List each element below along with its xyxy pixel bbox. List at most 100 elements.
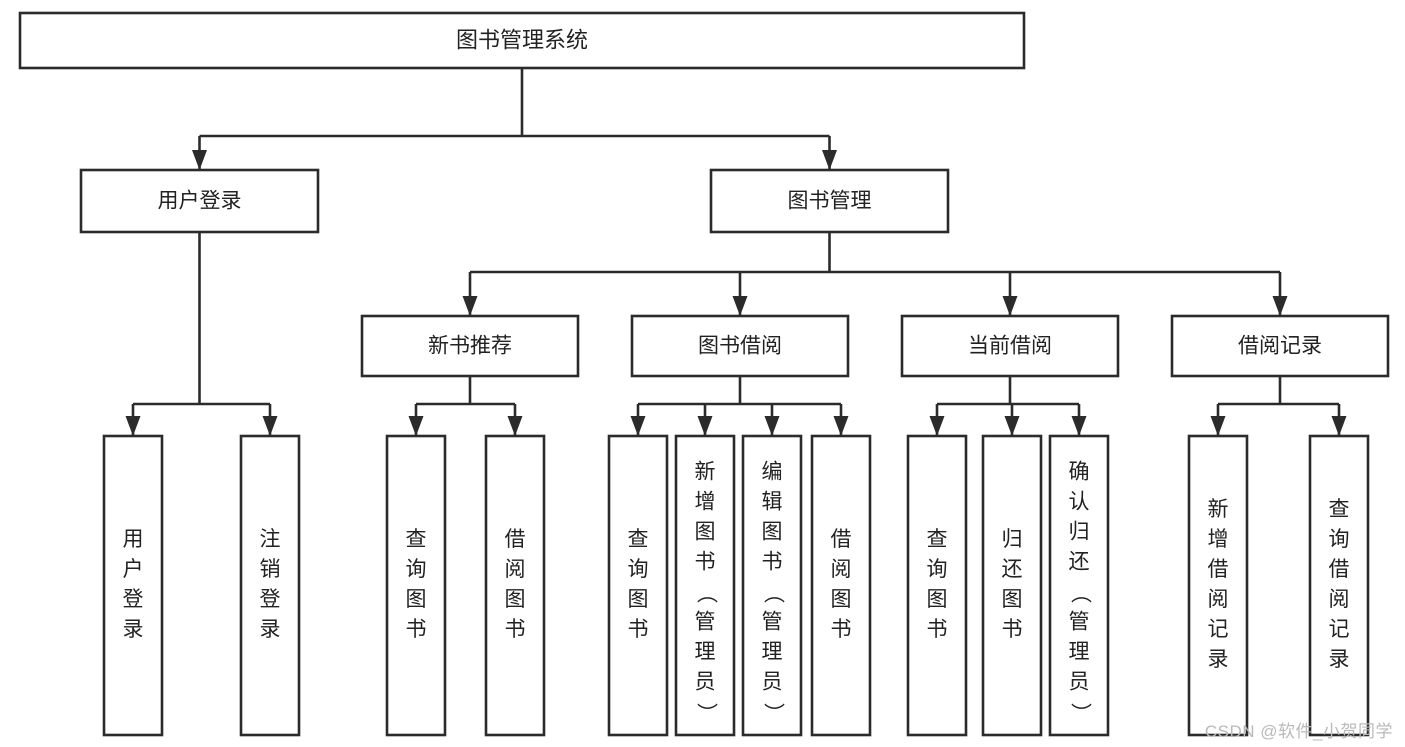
label-char: 阅 [831,558,852,581]
arrow-head-icon [262,416,278,436]
label-char: 书 [927,618,948,641]
node-box-leaf-add-record[interactable] [1187,434,1249,737]
label-char: 借 [1208,558,1229,581]
node-box-user-login[interactable] [79,168,320,234]
label-char: 理 [695,641,716,664]
node-box-root[interactable] [18,11,1026,70]
node-box-leaf-query-record[interactable] [1308,434,1370,737]
connector-group [630,376,849,436]
label-char: 图 [406,588,427,611]
connector-group [462,232,1288,316]
node-box-borrow-record[interactable] [1170,314,1390,378]
node-label-user-login: 用户登录 [158,190,242,213]
arrow-head-icon [507,416,523,436]
node-root[interactable]: 图书管理系统 [18,11,1026,70]
label-char: 新 [695,461,716,484]
label-char: 借 [505,528,526,551]
node-user-login[interactable]: 用户登录 [79,168,320,234]
label-char: 户 [123,558,144,581]
label-char: 图 [927,588,948,611]
label-char: 录 [123,618,144,641]
label-char: 增 [1208,528,1229,551]
node-borrow-record[interactable]: 借阅记录 [1170,314,1390,378]
node-current-borrow[interactable]: 当前借阅 [900,314,1120,378]
label-char: （ [1068,583,1091,604]
arrow-head-icon [1331,416,1347,436]
label-char: 录 [1329,648,1350,671]
label-char: ） [694,703,717,724]
node-box-leaf-query-book-2[interactable] [607,434,669,737]
arrow-head-icon [1210,416,1226,436]
node-book-manage[interactable]: 图书管理 [709,168,950,234]
node-box-leaf-borrow-book-2[interactable] [810,434,872,737]
label-char: 管 [762,611,783,634]
node-label-borrow-record: 借阅记录 [1238,335,1322,358]
label-char: 还 [1069,551,1090,574]
node-box-leaf-query-book-1[interactable] [385,434,447,737]
connector-group [125,232,278,436]
node-new-book-rec[interactable]: 新书推荐 [360,314,580,378]
label-char: 书 [406,618,427,641]
label-char: 记 [1329,618,1350,641]
arrow-head-icon [822,150,837,170]
connector-group [929,376,1087,436]
node-box-leaf-logout[interactable] [239,434,301,737]
node-box-leaf-add-book[interactable] [674,434,736,737]
node-label-leaf-user-login: 用户登录 [123,528,144,641]
label-char: 录 [260,618,281,641]
label-char: 书 [762,551,783,574]
arrow-head-icon [833,416,849,436]
node-box-leaf-confirm-return[interactable] [1048,434,1110,737]
label-char: 阅 [1329,588,1350,611]
arrow-head-icon [462,296,478,316]
node-leaf-user-login[interactable]: 用户登录 [102,434,164,737]
node-box-leaf-edit-book[interactable] [741,434,803,737]
node-label-root: 图书管理系统 [456,27,588,52]
label-char: 理 [762,641,783,664]
arrow-head-icon [929,416,945,436]
label-char: 查 [927,528,948,551]
watermark-label: CSDN @软件_小贺同学 [1204,722,1393,741]
node-box-leaf-borrow-book-1[interactable] [484,434,546,737]
node-box-new-book-rec[interactable] [360,314,580,378]
node-box-book-borrow[interactable] [630,314,850,378]
node-book-borrow[interactable]: 图书借阅 [630,314,850,378]
label-char: 员 [695,671,716,694]
label-char: 图 [831,588,852,611]
node-box-leaf-user-login[interactable] [102,434,164,737]
node-box-current-borrow[interactable] [900,314,1120,378]
node-box-leaf-query-book-3[interactable] [906,434,968,737]
label-char: 销 [260,558,281,581]
label-char: 书 [628,618,649,641]
label-char: 图 [505,588,526,611]
label-char: 新 [1208,498,1229,521]
label-char: 阅 [1208,588,1229,611]
node-box-book-manage[interactable] [709,168,950,234]
connector-layer [125,68,1347,436]
node-label-current-borrow: 当前借阅 [968,335,1052,358]
label-char: 询 [406,558,427,581]
node-box-leaf-return-book[interactable] [981,434,1043,737]
label-char: 借 [1329,558,1350,581]
